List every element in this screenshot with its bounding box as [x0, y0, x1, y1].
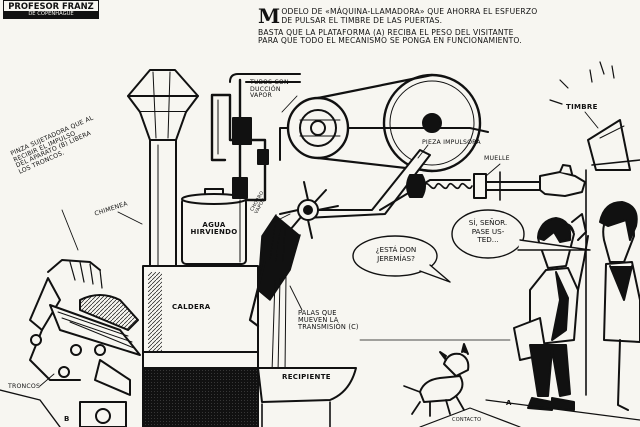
- label-mark-a: A: [506, 399, 512, 407]
- bell: [549, 61, 631, 171]
- steam-pipes: [210, 73, 301, 202]
- label-pieza-impulsora: PIEZA IMPULSORA: [422, 139, 481, 146]
- label-timbre: TIMBRE: [566, 103, 598, 111]
- label-recipiente: RECIPIENTE: [282, 373, 331, 381]
- signature-name: PROFESOR FRANZ: [8, 1, 94, 11]
- signature-badge: PROFESOR FRANZ DE COPENHAGUE: [3, 0, 99, 19]
- spring-mechanism: [406, 164, 586, 201]
- label-leaders: [39, 95, 599, 387]
- dog-figure: [403, 343, 470, 417]
- maid-speech-text: SÍ, SEÑOR.PASE US-TED...: [468, 218, 508, 245]
- maid-speech-bubble: [451, 209, 525, 259]
- steam-jet: [269, 224, 291, 373]
- label-muelle: MUELLE: [484, 155, 510, 162]
- caption-line-4: PARA QUE TODO EL MECANISMO SE PONGA EN F…: [258, 35, 522, 45]
- label-caldera: CALDERA: [172, 303, 211, 311]
- caption-line-3: BASTA QUE LA PLATAFORMA (A) RECIBA EL PE…: [258, 27, 514, 37]
- label-troncos: TRONCOS: [8, 383, 41, 390]
- platform: [359, 339, 640, 427]
- caption-dropcap: M: [258, 4, 281, 28]
- boiling-water-tank: [181, 188, 247, 265]
- chimney: [127, 69, 199, 269]
- boiler: [142, 265, 259, 427]
- transmission-wheels: [279, 73, 489, 173]
- maid-figure: [585, 159, 640, 411]
- label-contacto: CONTACTO: [452, 417, 482, 423]
- caption-line-2: DE PULSAR EL TIMBRE DE LAS PUERTAS.: [281, 15, 443, 25]
- label-mark-b: B: [64, 415, 70, 423]
- signature-location: DE COPENHAGUE: [4, 11, 98, 18]
- log-loader: [0, 259, 141, 427]
- visitor-figure: [513, 213, 589, 411]
- visitor-speech-bubble: [352, 235, 438, 277]
- recipient-basin: [257, 367, 357, 427]
